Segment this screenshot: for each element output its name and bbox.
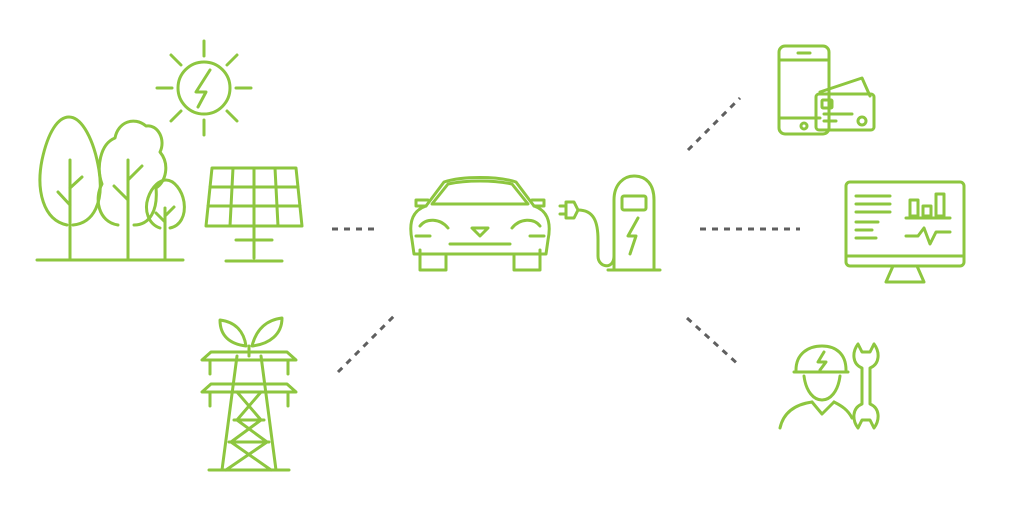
power-tower-icon <box>200 316 298 472</box>
service-technician-icon <box>778 342 880 430</box>
tower-to-car-connector <box>336 314 396 374</box>
charging-station-icon <box>558 174 662 272</box>
electric-car-icon <box>409 176 551 272</box>
connectors <box>332 96 800 374</box>
station-to-payment-connector <box>686 96 742 152</box>
monitor-analytics-icon <box>844 180 966 284</box>
sun-energy-icon <box>155 39 253 137</box>
phone-wallet-payment-icon <box>777 44 876 136</box>
station-to-technician-connector <box>685 316 742 368</box>
trees-icon <box>35 115 186 262</box>
solar-panel-icon <box>204 166 304 263</box>
